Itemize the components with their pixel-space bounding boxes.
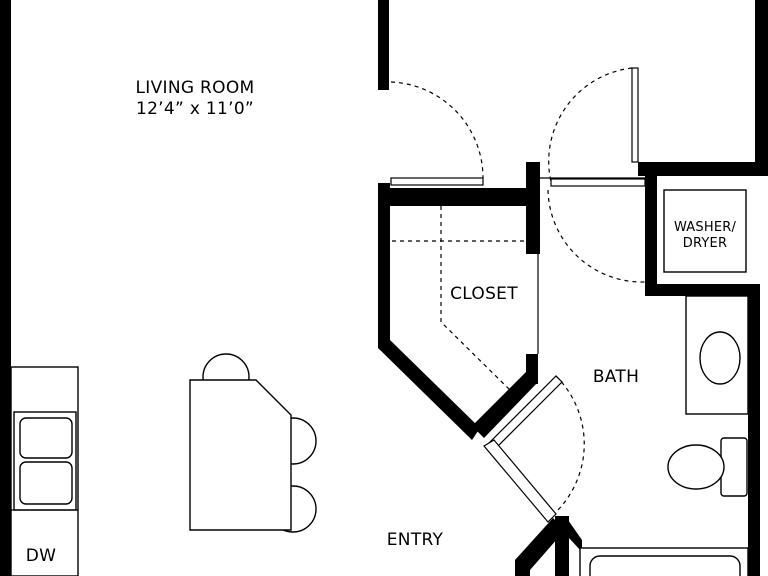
closet-bottom-wall — [472, 370, 538, 438]
kitchen-island — [189, 379, 292, 531]
laundry-bottom-wall — [645, 284, 760, 296]
entry-label: ENTRY — [386, 530, 444, 550]
entry-lower-wall — [515, 518, 565, 576]
toilet-tank — [720, 437, 748, 497]
bath-door-leaf — [631, 67, 639, 163]
closet-top-wall — [378, 188, 538, 206]
closet-door-jamb — [526, 162, 540, 254]
living-room-label: LIVING ROOM 12’4” x 11’0” — [120, 78, 270, 121]
living-room-wall-stub — [378, 0, 389, 90]
bath-label: BATH — [592, 367, 640, 387]
bathtub-inner — [589, 555, 741, 576]
toilet-bowl — [667, 444, 725, 490]
entry-door-swing — [390, 81, 484, 179]
right-upper-wall — [755, 0, 768, 175]
washer-dryer-unit — [663, 189, 747, 273]
laundry-top-wall — [638, 162, 768, 176]
bath-door-threshold — [550, 178, 646, 187]
kitchen-sink-basin-bottom — [19, 461, 73, 505]
laundry-left-wall — [645, 162, 657, 296]
bath-angled-door-swing — [555, 375, 585, 513]
right-lower-wall — [748, 288, 760, 576]
dishwasher-label: DW — [25, 546, 57, 566]
left-exterior-wall — [0, 0, 11, 576]
laundry-door-swing — [547, 189, 646, 283]
closet-label: CLOSET — [450, 284, 518, 304]
washer-dryer-line1: WASHER/ — [673, 220, 737, 235]
room-name: LIVING ROOM — [135, 78, 255, 98]
washer-dryer-label: WASHER/ DRYER — [664, 220, 746, 253]
kitchen-sink-basin-top — [19, 417, 73, 459]
closet-rod-line — [440, 206, 513, 393]
bath-door-swing — [548, 67, 633, 183]
closet-angled-wall — [378, 183, 480, 440]
washer-dryer-line2: DRYER — [682, 236, 728, 252]
entry-door-leaf — [390, 177, 484, 186]
room-dimensions: 12’4” x 11’0” — [135, 99, 255, 120]
bath-door-wall-return — [555, 520, 582, 552]
bath-angled-door-frame — [483, 439, 557, 523]
bath-sink-basin — [699, 331, 741, 385]
